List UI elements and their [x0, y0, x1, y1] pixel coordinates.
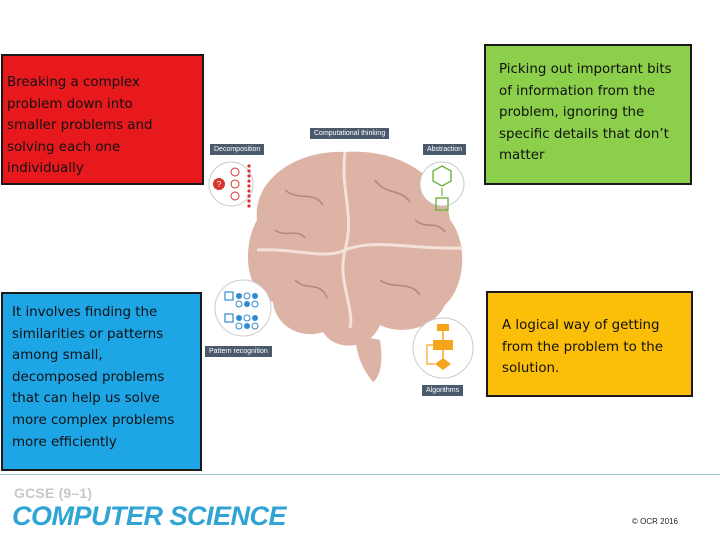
algorithm-description-box: A logical way of getting from the proble… [486, 291, 693, 397]
text-line: more complex problems [12, 412, 175, 428]
text-line: smaller problems and [7, 118, 153, 134]
text-line: Picking out important bits [499, 62, 672, 77]
text-line: that can help us solve [12, 391, 160, 407]
computational-thinking-label: Computational thinking [310, 128, 390, 139]
brain-icon [247, 151, 464, 382]
text-line: more efficiently [12, 434, 117, 450]
text-line: problem down into [7, 96, 133, 112]
question-mark: ? [217, 180, 222, 189]
abstraction-description-box: Picking out important bits of informatio… [484, 44, 692, 185]
text-line: from the problem to the [502, 339, 663, 355]
text-line: solution. [502, 361, 560, 377]
text-line: specific details that don’t [499, 126, 669, 142]
decomposition-label: Decomposition [210, 144, 265, 155]
course-level: GCSE (9–1) [14, 485, 93, 501]
text-line: Breaking a complex [7, 75, 140, 90]
text-line: similarities or patterns [12, 326, 164, 342]
text-line: decomposed problems [12, 369, 165, 385]
brain-puzzle-illustration: ? [208, 151, 474, 382]
text-line: problem, ignoring the [499, 105, 645, 121]
text-line: matter [499, 148, 545, 164]
pattern-recognition-label: Pattern recognition [205, 346, 272, 357]
decomposition-tree-icon: ? [208, 161, 254, 208]
subject-title: COMPUTER SCIENCE [12, 501, 287, 531]
computational-thinking-diagram: ? [205, 120, 485, 400]
text-line: It involves finding the [12, 305, 158, 320]
text-line: among small, [12, 348, 103, 364]
footer-divider [0, 474, 720, 475]
decomposition-description-box: Breaking a complex problem down into sma… [1, 54, 204, 185]
abstraction-icon [419, 161, 465, 211]
text-line: solving each one [7, 139, 121, 155]
text-line: A logical way of getting [502, 318, 660, 333]
pattern-recognition-description-box: It involves finding the similarities or … [1, 292, 202, 471]
text-line: of information from the [499, 83, 656, 99]
text-line: individually [7, 161, 84, 177]
abstraction-label: Abstraction [423, 144, 467, 155]
algorithm-flowchart-icon [412, 317, 474, 379]
algorithms-label: Algorithms [422, 385, 464, 396]
copyright-notice: © OCR 2016 [632, 517, 678, 526]
pattern-recognition-icon [214, 279, 272, 337]
